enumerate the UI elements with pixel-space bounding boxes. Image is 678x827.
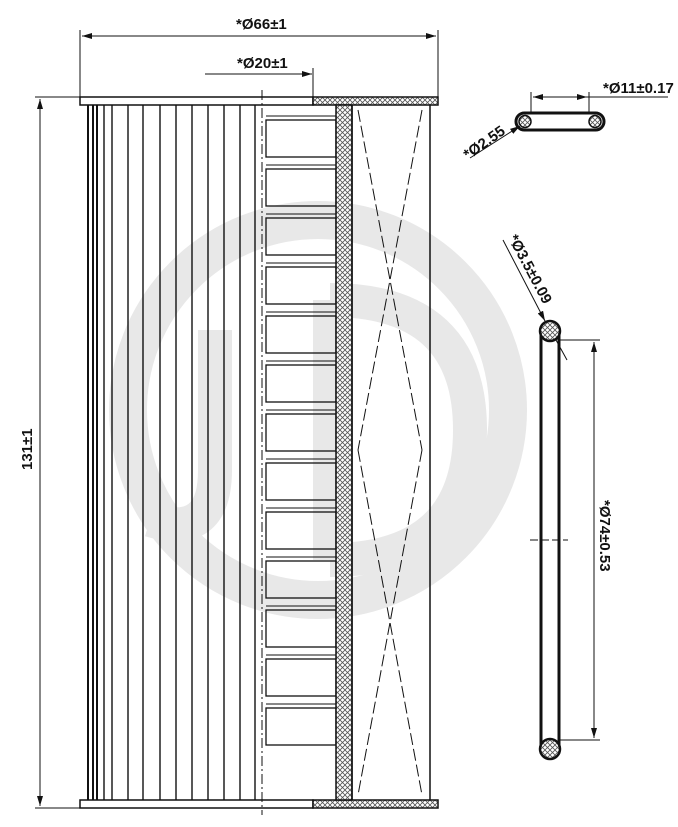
small-oring: *Ø11±0.17 *Ø2.55 bbox=[461, 80, 674, 163]
large-oring: *Ø3.5±0.09 *Ø74±0.53 bbox=[502, 232, 613, 761]
core-slot bbox=[265, 707, 337, 746]
small-oring-section-label: *Ø2.55 bbox=[461, 123, 509, 164]
mesh-support bbox=[335, 104, 353, 801]
height-label: 131±1 bbox=[19, 428, 36, 470]
outer-diameter-dimension: *Ø66±1 bbox=[79, 16, 439, 97]
pleat-lines bbox=[87, 105, 256, 800]
bottom-end-cap-section bbox=[312, 799, 439, 809]
large-oring-section-label: *Ø3.5±0.09 bbox=[504, 232, 555, 307]
inner-diameter-label: *Ø20±1 bbox=[237, 55, 288, 72]
bottom-end-cap bbox=[79, 799, 314, 809]
top-end-cap-section bbox=[312, 96, 439, 106]
inner-core bbox=[351, 105, 431, 800]
outer-diameter-label: *Ø66±1 bbox=[236, 16, 287, 33]
core-slot bbox=[265, 168, 337, 207]
large-oring-diameter-label: *Ø74±0.53 bbox=[596, 500, 613, 572]
top-end-cap bbox=[79, 96, 314, 106]
core-slot bbox=[265, 658, 337, 697]
inner-diameter-dimension: *Ø20±1 bbox=[205, 55, 314, 97]
core-slot bbox=[265, 119, 337, 158]
core-slot bbox=[265, 266, 337, 305]
small-oring-diameter-label: *Ø11±0.17 bbox=[603, 80, 674, 97]
height-dimension: 131±1 bbox=[19, 96, 80, 809]
